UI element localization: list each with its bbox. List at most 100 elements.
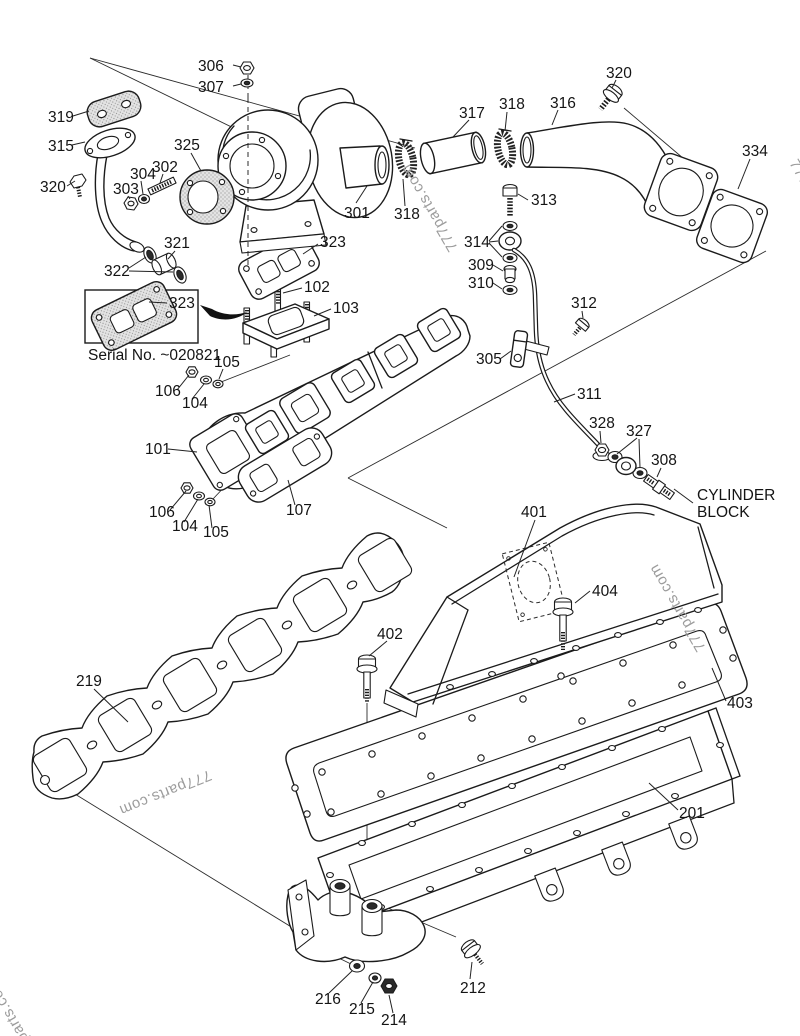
callout-105b: 105: [203, 524, 229, 541]
part-311-banjo-end: [615, 456, 637, 476]
callout-321: 321: [164, 235, 190, 252]
part-318a-clamp: [394, 138, 418, 179]
part-107-connector-plate: [237, 427, 333, 503]
part-215-washer: [368, 972, 382, 984]
callout-320b: 320: [606, 65, 632, 82]
callout-317: 317: [459, 105, 485, 122]
part-320a-bolt: [69, 173, 87, 198]
part-302-stud: [147, 176, 177, 196]
callout-322: 322: [104, 263, 130, 280]
callout-104a: 104: [182, 395, 208, 412]
cover-flange-holes: [446, 607, 702, 690]
part-301-turbocharger: [217, 87, 394, 254]
callout-401: 401: [521, 504, 547, 521]
callout-313: 313: [531, 192, 557, 209]
callout-103: 103: [333, 300, 359, 317]
callout-334: 334: [742, 143, 768, 160]
fastener-set-upper: [185, 366, 224, 389]
part-212-bolt: [460, 939, 484, 965]
callout-310: 310: [468, 275, 494, 292]
callout-312: 312: [571, 295, 597, 312]
part-201-housing: [286, 707, 741, 963]
gasket-bolt-holes: [39, 580, 358, 786]
callout-212: 212: [460, 980, 486, 997]
part-214-nut: [380, 978, 398, 994]
callout-325: 325: [174, 137, 200, 154]
leader-lines: [66, 64, 751, 1014]
part-328-nut: [592, 443, 612, 462]
part-312-bolt: [572, 317, 590, 337]
cylinder-block-note-1: CYLINDER: [697, 487, 775, 504]
watermark-corner: 777parts.com: [0, 975, 45, 1036]
part-309-fitting: [503, 264, 517, 284]
callout-215: 215: [349, 1001, 375, 1018]
cylinder-block-note-2: BLOCK: [697, 504, 750, 521]
callout-102: 102: [304, 279, 330, 296]
part-306-nut: [239, 61, 255, 75]
housing-lugs: [534, 815, 698, 902]
manifold-port-pads: [244, 307, 462, 455]
callout-107: 107: [286, 502, 312, 519]
callout-101: 101: [145, 441, 171, 458]
callout-106a: 106: [155, 383, 181, 400]
part-219-manifold-gasket: [31, 532, 413, 800]
callout-319: 319: [48, 109, 74, 126]
cover-dashed-port: [501, 541, 567, 623]
callout-404: 404: [592, 583, 618, 600]
detail-arrow: [200, 305, 247, 320]
callout-318b: 318: [394, 206, 420, 223]
part-315-drain-pipe: [84, 127, 145, 253]
callout-302: 302: [152, 159, 178, 176]
callout-311: 311: [577, 386, 602, 403]
part-305-bracket: [509, 330, 550, 368]
callout-314: 314: [464, 234, 490, 251]
callout-301: 301: [344, 205, 370, 222]
part-404-bolt: [552, 597, 574, 650]
callout-303: 303: [113, 181, 139, 198]
callout-328: 328: [589, 415, 615, 432]
callout-315: 315: [48, 138, 74, 155]
part-316-elbow-pipe: [519, 121, 719, 232]
part-334-gasket: [695, 188, 769, 264]
housing-outlet-elbow: [286, 878, 426, 963]
part-216-washer: [348, 959, 366, 973]
callout-214: 214: [381, 1012, 407, 1029]
part-101-manifold: [189, 307, 471, 491]
callout-106b: 106: [149, 504, 175, 521]
callout-104b: 104: [172, 518, 198, 535]
part-323-gasket-early: [90, 281, 178, 351]
callout-403: 403: [727, 695, 753, 712]
serial-note: Serial No. ~020821: [88, 347, 221, 364]
part-321-sleeve: [151, 252, 177, 276]
part-307-washer: [240, 78, 254, 88]
callout-labels: 306 307 319 315 320 325 302 304 303 301 …: [40, 58, 775, 1029]
watermark-bottom-left: 777parts.com: [117, 766, 214, 819]
callout-320a: 320: [40, 179, 66, 196]
callout-305: 305: [476, 351, 502, 368]
part-303-nut: [123, 196, 139, 211]
part-325-flange: [179, 169, 235, 225]
part-311-pipe: [511, 247, 615, 463]
part-318b-clamp: [493, 128, 517, 169]
callout-316: 316: [550, 95, 576, 112]
part-314-banjo: [498, 220, 522, 264]
callout-219: 219: [76, 673, 102, 690]
part-403-gasket: [285, 602, 748, 842]
part-317-hose: [419, 131, 487, 175]
part-319-gasket: [86, 90, 142, 128]
part-310-washer: [502, 284, 518, 296]
part-102-103-flange: [242, 288, 330, 358]
callout-309: 309: [468, 257, 494, 274]
fastener-set-lower: [180, 482, 216, 507]
callout-307: 307: [198, 79, 224, 96]
part-323-gasket: [238, 232, 320, 300]
part-304-washer: [137, 193, 151, 205]
callout-306: 306: [198, 58, 224, 75]
watermark-right-edge: 777parts.com: [786, 157, 800, 250]
callout-402: 402: [377, 626, 403, 643]
callout-201: 201: [679, 805, 705, 822]
callout-216: 216: [315, 991, 341, 1008]
callout-105a: 105: [214, 354, 240, 371]
